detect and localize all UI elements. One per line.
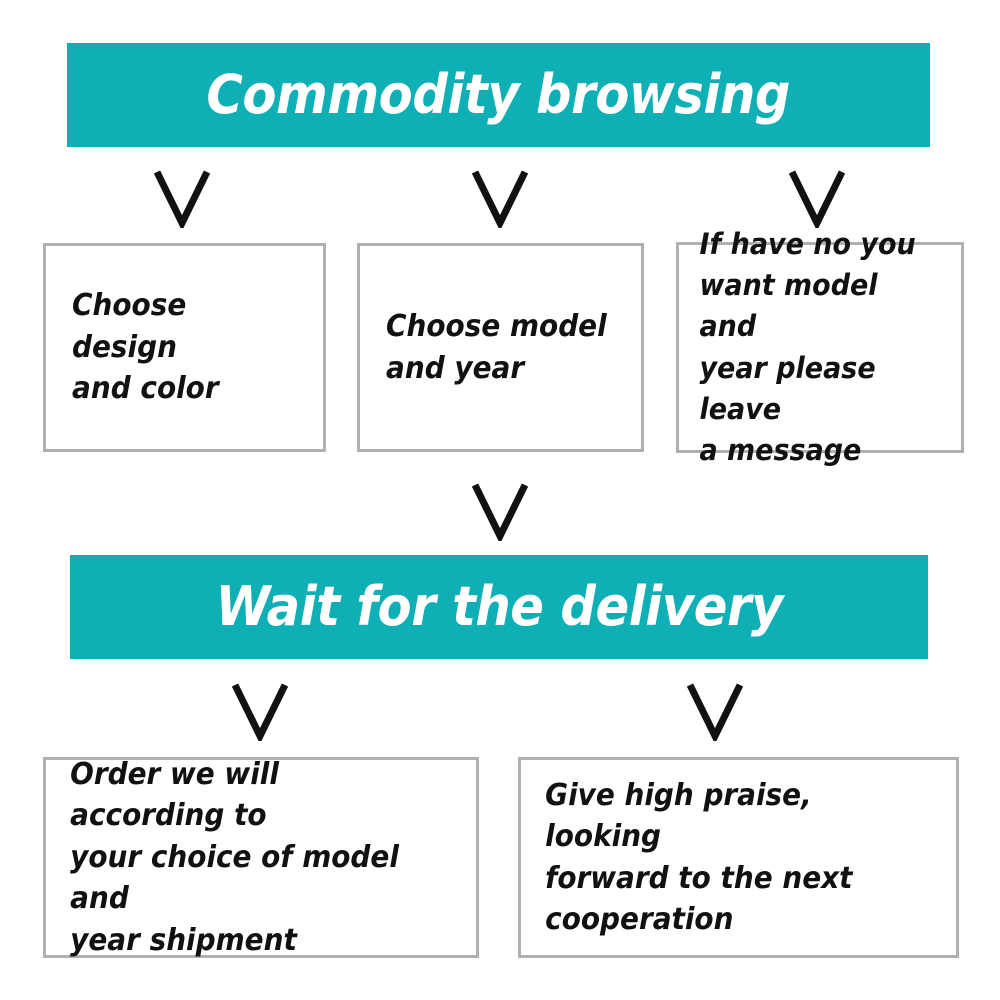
chevron-down-icon-to-give-high-praise xyxy=(682,681,748,741)
box-leave-a-message: If have no you want model and year pleas… xyxy=(676,227,964,467)
banner-commodity-browsing-label: Commodity browsing xyxy=(206,63,791,126)
chevron-down-icon-to-choose-model xyxy=(467,168,533,228)
box-choose-design-and-color-label: Choose design and color xyxy=(72,288,219,407)
box-choose-model-and-year: Choose model and year xyxy=(357,243,644,452)
box-order-shipment-label: Order we will according to your choice o… xyxy=(70,757,399,958)
chevron-down-icon-to-order-shipment xyxy=(227,681,293,741)
banner-wait-for-delivery: Wait for the delivery xyxy=(70,555,928,659)
box-give-high-praise: Give high praise, looking forward to the… xyxy=(518,757,959,958)
box-choose-design-and-color: Choose design and color xyxy=(43,243,326,452)
banner-wait-for-delivery-label: Wait for the delivery xyxy=(215,575,783,638)
box-leave-a-message-label: If have no you want model and year pleas… xyxy=(699,226,916,467)
box-give-high-praise-label: Give high praise, looking forward to the… xyxy=(545,777,853,937)
box-order-shipment: Order we will according to your choice o… xyxy=(43,757,479,958)
chevron-down-icon-to-leave-message xyxy=(784,168,850,228)
chevron-down-icon-to-choose-design xyxy=(149,168,215,228)
box-choose-model-and-year-label: Choose model and year xyxy=(386,309,607,386)
chevron-down-icon-to-wait-for-delivery xyxy=(467,481,533,541)
banner-commodity-browsing: Commodity browsing xyxy=(67,43,930,147)
